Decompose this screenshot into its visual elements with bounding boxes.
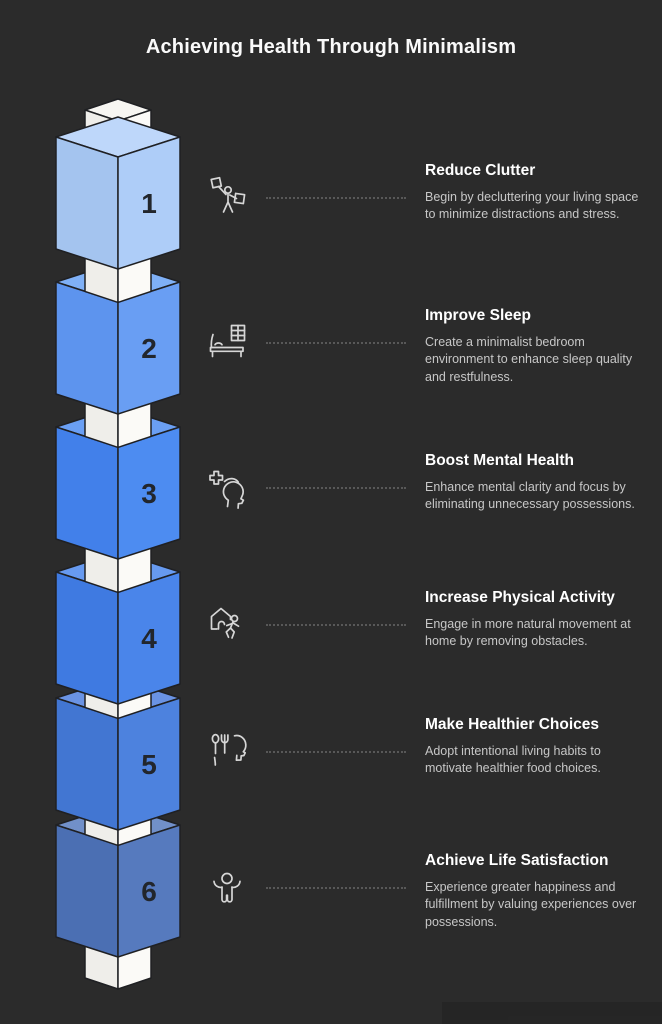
mental-health-head-icon <box>204 465 250 511</box>
home-activity-icon <box>204 602 250 648</box>
step-text-block: Increase Physical Activity Engage in mor… <box>425 589 645 651</box>
step-title: Achieve Life Satisfaction <box>425 852 609 869</box>
cube-number: 5 <box>141 749 157 780</box>
cube-number: 2 <box>141 333 157 364</box>
step-description: Begin by decluttering your living space … <box>425 190 639 222</box>
step-title: Boost Mental Health <box>425 452 574 469</box>
step-text-block: Improve Sleep Create a minimalist bedroo… <box>425 307 645 386</box>
watermark-area <box>442 1002 662 1024</box>
cube-number: 4 <box>141 623 157 654</box>
cube-stack: 6 5 4 3 2 1 <box>55 98 181 990</box>
step-text-block: Boost Mental Health Enhance mental clari… <box>425 452 645 514</box>
step-title: Increase Physical Activity <box>425 589 615 606</box>
step-text-block: Make Healthier Choices Adopt intentional… <box>425 716 645 778</box>
declutter-person-icon <box>204 175 250 221</box>
step-title: Improve Sleep <box>425 307 531 324</box>
dotted-connector-line <box>266 487 406 489</box>
celebrating-person-icon <box>204 865 250 911</box>
step-cube: 1 <box>55 116 181 270</box>
infographic-title: Achieving Health Through Minimalism <box>145 36 517 58</box>
minimalist-bed-icon <box>204 320 250 366</box>
step-description: Enhance mental clarity and focus by elim… <box>425 480 635 512</box>
step-title: Make Healthier Choices <box>425 716 600 733</box>
dotted-connector-line <box>266 197 406 199</box>
healthy-eating-icon <box>204 729 250 775</box>
step-description: Create a minimalist bedroom environment … <box>425 335 633 384</box>
cube-number: 6 <box>141 876 157 907</box>
step-description: Adopt intentional living habits to motiv… <box>425 744 601 776</box>
dotted-connector-line <box>266 342 406 344</box>
step-text-block: Reduce Clutter Begin by decluttering you… <box>425 162 645 224</box>
dotted-connector-line <box>266 624 406 626</box>
step-description: Engage in more natural movement at home … <box>425 617 631 649</box>
step-text-block: Achieve Life Satisfaction Experience gre… <box>425 852 645 931</box>
cube-number: 1 <box>141 188 157 219</box>
step-title: Reduce Clutter <box>425 162 536 179</box>
step-description: Experience greater happiness and fulfill… <box>425 880 637 929</box>
dotted-connector-line <box>266 887 406 889</box>
dotted-connector-line <box>266 751 406 753</box>
cube-number: 3 <box>141 478 157 509</box>
